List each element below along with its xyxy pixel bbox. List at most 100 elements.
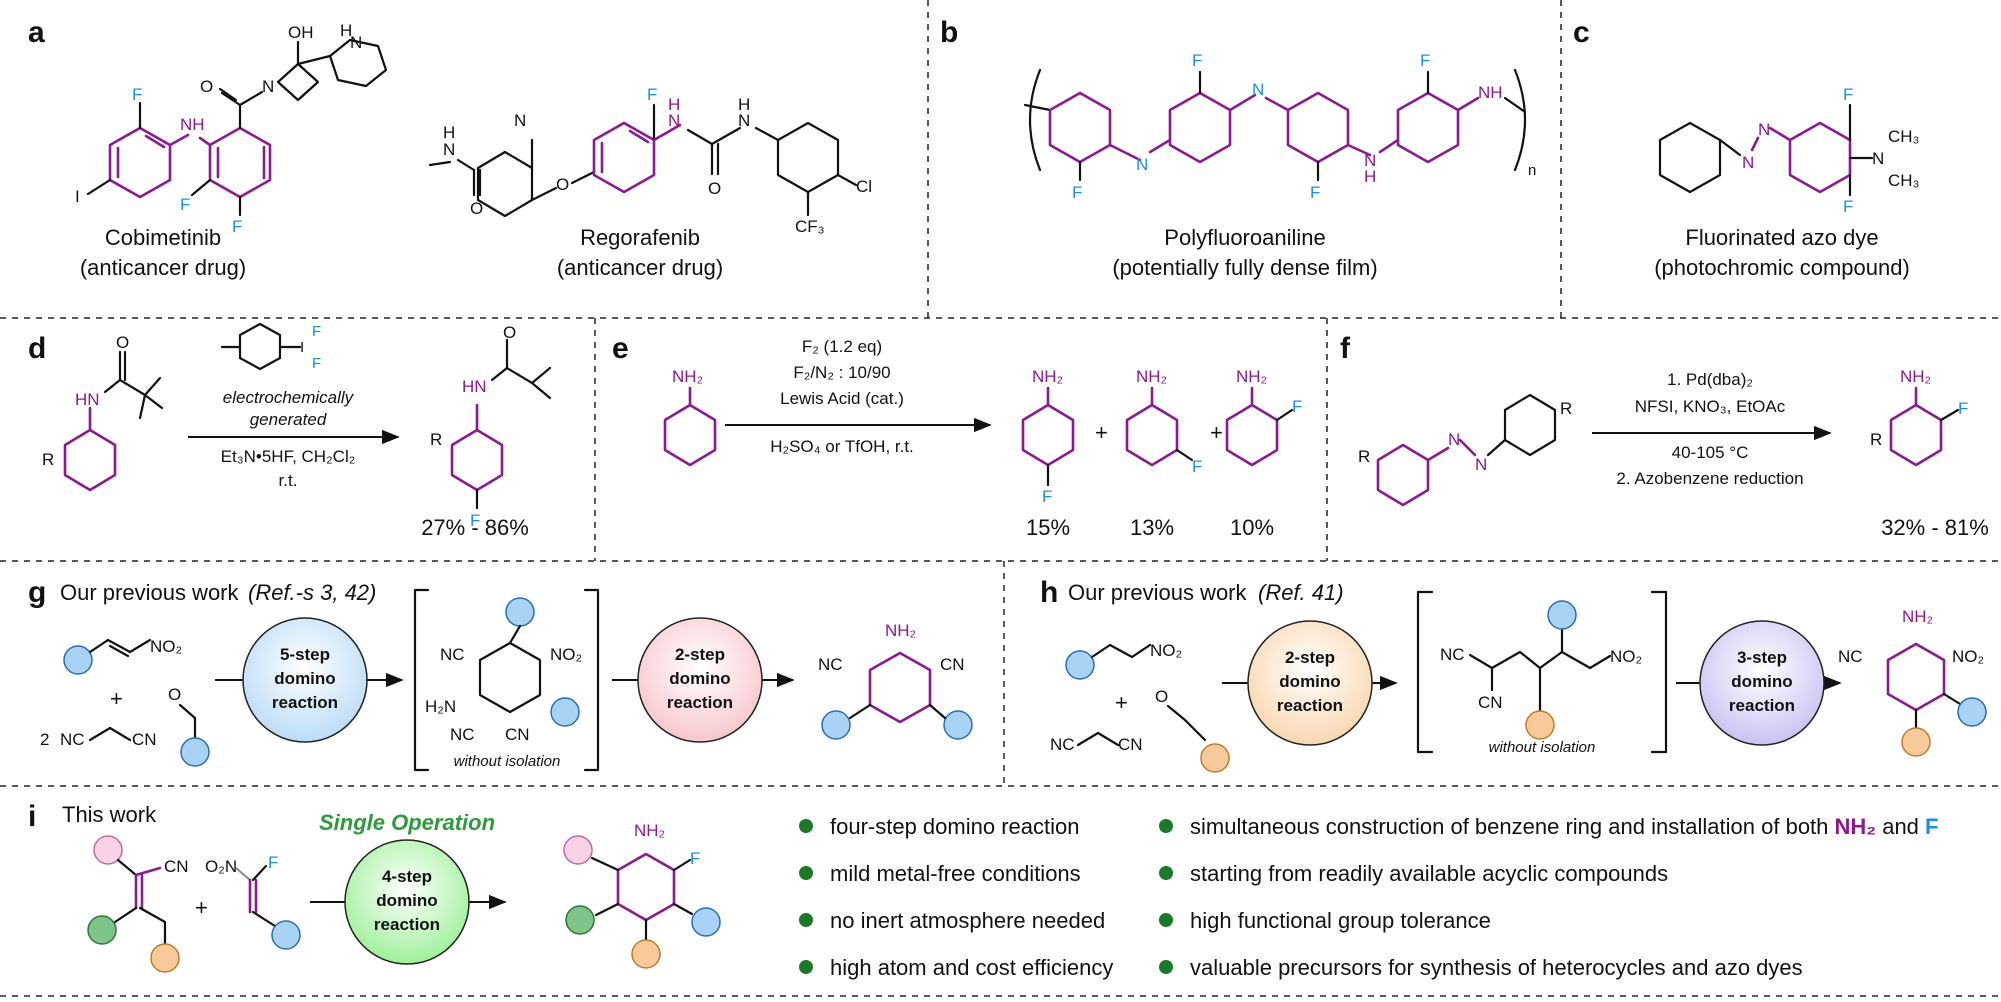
svg-text:NO₂: NO₂ — [1150, 641, 1182, 660]
svg-text:5-step: 5-step — [280, 645, 330, 664]
i-title: This work — [62, 802, 157, 827]
svg-text:2. Azobenzene reduction: 2. Azobenzene reduction — [1616, 469, 1803, 488]
svg-text:domino: domino — [376, 891, 437, 910]
svg-text:CN: CN — [1118, 735, 1143, 754]
e-product-ortho: NH₂ F — [1225, 367, 1302, 467]
svg-text:3-step: 3-step — [1737, 648, 1787, 667]
svg-text:F: F — [1420, 51, 1430, 70]
svg-text:OH: OH — [288, 23, 314, 42]
svg-text:F: F — [1292, 397, 1302, 416]
svg-text:+: + — [1210, 420, 1223, 445]
svg-text:NO₂: NO₂ — [1610, 647, 1642, 666]
svg-text:Lewis Acid (cat.): Lewis Acid (cat.) — [780, 389, 904, 408]
azo-dye-name: Fluorinated azo dye — [1685, 225, 1878, 250]
svg-text:O: O — [168, 685, 181, 704]
svg-text:N: N — [738, 111, 750, 130]
f-yield: 32% - 81% — [1881, 515, 1989, 540]
polyfluoroaniline-name: Polyfluoroaniline — [1164, 225, 1325, 250]
svg-text:NC: NC — [440, 645, 465, 664]
svg-text:F: F — [1192, 457, 1202, 476]
svg-text:N: N — [350, 33, 362, 52]
panel-d: d R HN O I F F electrochemically generat… — [28, 322, 552, 540]
svg-text:N: N — [1475, 455, 1487, 474]
svg-text:F: F — [647, 85, 657, 104]
svg-text:H₂N: H₂N — [425, 697, 456, 716]
svg-text:NO₂: NO₂ — [550, 645, 582, 664]
svg-text:F: F — [312, 355, 321, 372]
svg-text:H: H — [443, 123, 455, 142]
svg-text:N: N — [668, 111, 680, 130]
svg-text:I: I — [75, 187, 80, 206]
panel-g: g Our previous work (Ref.-s 3, 42) NO₂ +… — [28, 576, 973, 772]
e-product-para: NH₂ F — [1021, 367, 1075, 506]
cobimetinib-structure: F I NH F F O N OH H N — [75, 21, 388, 236]
svg-text:CH₃: CH₃ — [1888, 171, 1919, 190]
panel-label-h: h — [1040, 576, 1058, 609]
panel-f: f R N N R 1. Pd(dba)₂ NFSI, KNO₃, EtOAc … — [1340, 332, 1989, 540]
svg-text:NH₂: NH₂ — [1236, 367, 1267, 386]
e-aniline: NH₂ — [663, 367, 717, 467]
svg-text:F: F — [1958, 399, 1968, 418]
panel-h: h Our previous work (Ref. 41) NO₂ + NC C… — [1040, 576, 1987, 773]
svg-text:reaction: reaction — [374, 915, 440, 934]
svg-text:NC: NC — [1050, 735, 1075, 754]
svg-text:NC: NC — [60, 730, 85, 749]
svg-text:NH₂: NH₂ — [885, 621, 916, 640]
svg-text:F: F — [1310, 183, 1320, 202]
svg-text:high functional group toleranc: high functional group tolerance — [1190, 908, 1491, 933]
svg-text:NH₂: NH₂ — [1136, 367, 1167, 386]
panel-label-b: b — [940, 16, 958, 49]
polyfluoroaniline-desc: (potentially fully dense film) — [1112, 255, 1377, 280]
svg-text:domino: domino — [1279, 672, 1340, 691]
e-product-meta: NH₂ F — [1125, 367, 1202, 476]
svg-text:2-step: 2-step — [675, 645, 725, 664]
svg-text:domino: domino — [669, 669, 730, 688]
svg-text:N: N — [1448, 430, 1460, 449]
svg-text:N: N — [1758, 120, 1770, 139]
panel-label-c: c — [1573, 16, 1590, 49]
svg-text:+: + — [110, 686, 123, 711]
svg-text:r.t.: r.t. — [279, 471, 298, 490]
svg-text:H: H — [668, 95, 680, 114]
svg-text:NH: NH — [1478, 83, 1503, 102]
svg-text:R: R — [1870, 430, 1882, 449]
svg-text:NH₂: NH₂ — [1902, 607, 1933, 626]
svg-text:2-step: 2-step — [1285, 648, 1335, 667]
h-title: Our previous work — [1068, 580, 1248, 605]
svg-text:O: O — [116, 333, 129, 352]
svg-text:F₂ (1.2 eq): F₂ (1.2 eq) — [802, 337, 882, 356]
svg-text:F: F — [1072, 183, 1082, 202]
d-reactant: R HN O — [42, 333, 164, 492]
svg-text:generated: generated — [250, 410, 327, 429]
svg-text:CN: CN — [940, 655, 965, 674]
d-product: R HN O F — [430, 323, 552, 530]
panel-label-f: f — [1340, 332, 1351, 365]
svg-text:NC: NC — [818, 655, 843, 674]
svg-text:O: O — [556, 175, 569, 194]
svg-text:NH₂: NH₂ — [1900, 367, 1931, 386]
svg-text:N: N — [1872, 149, 1884, 168]
svg-text:without isolation: without isolation — [1489, 739, 1596, 756]
svg-text:HN: HN — [75, 390, 100, 409]
svg-text:H: H — [340, 21, 352, 40]
azo-dye-structure: N N F F N CH₃ CH₃ — [1658, 85, 1919, 216]
svg-text:reaction: reaction — [1729, 696, 1795, 715]
svg-text:electrochemically: electrochemically — [223, 388, 355, 407]
regorafenib-desc: (anticancer drug) — [557, 255, 723, 280]
svg-text:N: N — [1136, 155, 1148, 174]
svg-text:N: N — [1742, 153, 1754, 172]
panel-i: i This work CN + O₂N F Single Operation … — [28, 800, 1938, 980]
svg-text:CN: CN — [505, 725, 530, 744]
svg-text:Et₃N•5HF, CH₂Cl₂: Et₃N•5HF, CH₂Cl₂ — [221, 447, 356, 466]
svg-text:F: F — [470, 511, 480, 530]
svg-text:NH: NH — [180, 115, 205, 134]
svg-text:F₂/N₂ : 10/90: F₂/N₂ : 10/90 — [793, 363, 890, 382]
svg-text:NC: NC — [1838, 647, 1863, 666]
svg-text:F: F — [132, 85, 142, 104]
svg-text:domino: domino — [274, 669, 335, 688]
polyfluoroaniline-structure: F N F N F N H F NH — [1023, 51, 1527, 202]
svg-text:F: F — [312, 323, 321, 340]
svg-text:NH₂: NH₂ — [1032, 367, 1063, 386]
